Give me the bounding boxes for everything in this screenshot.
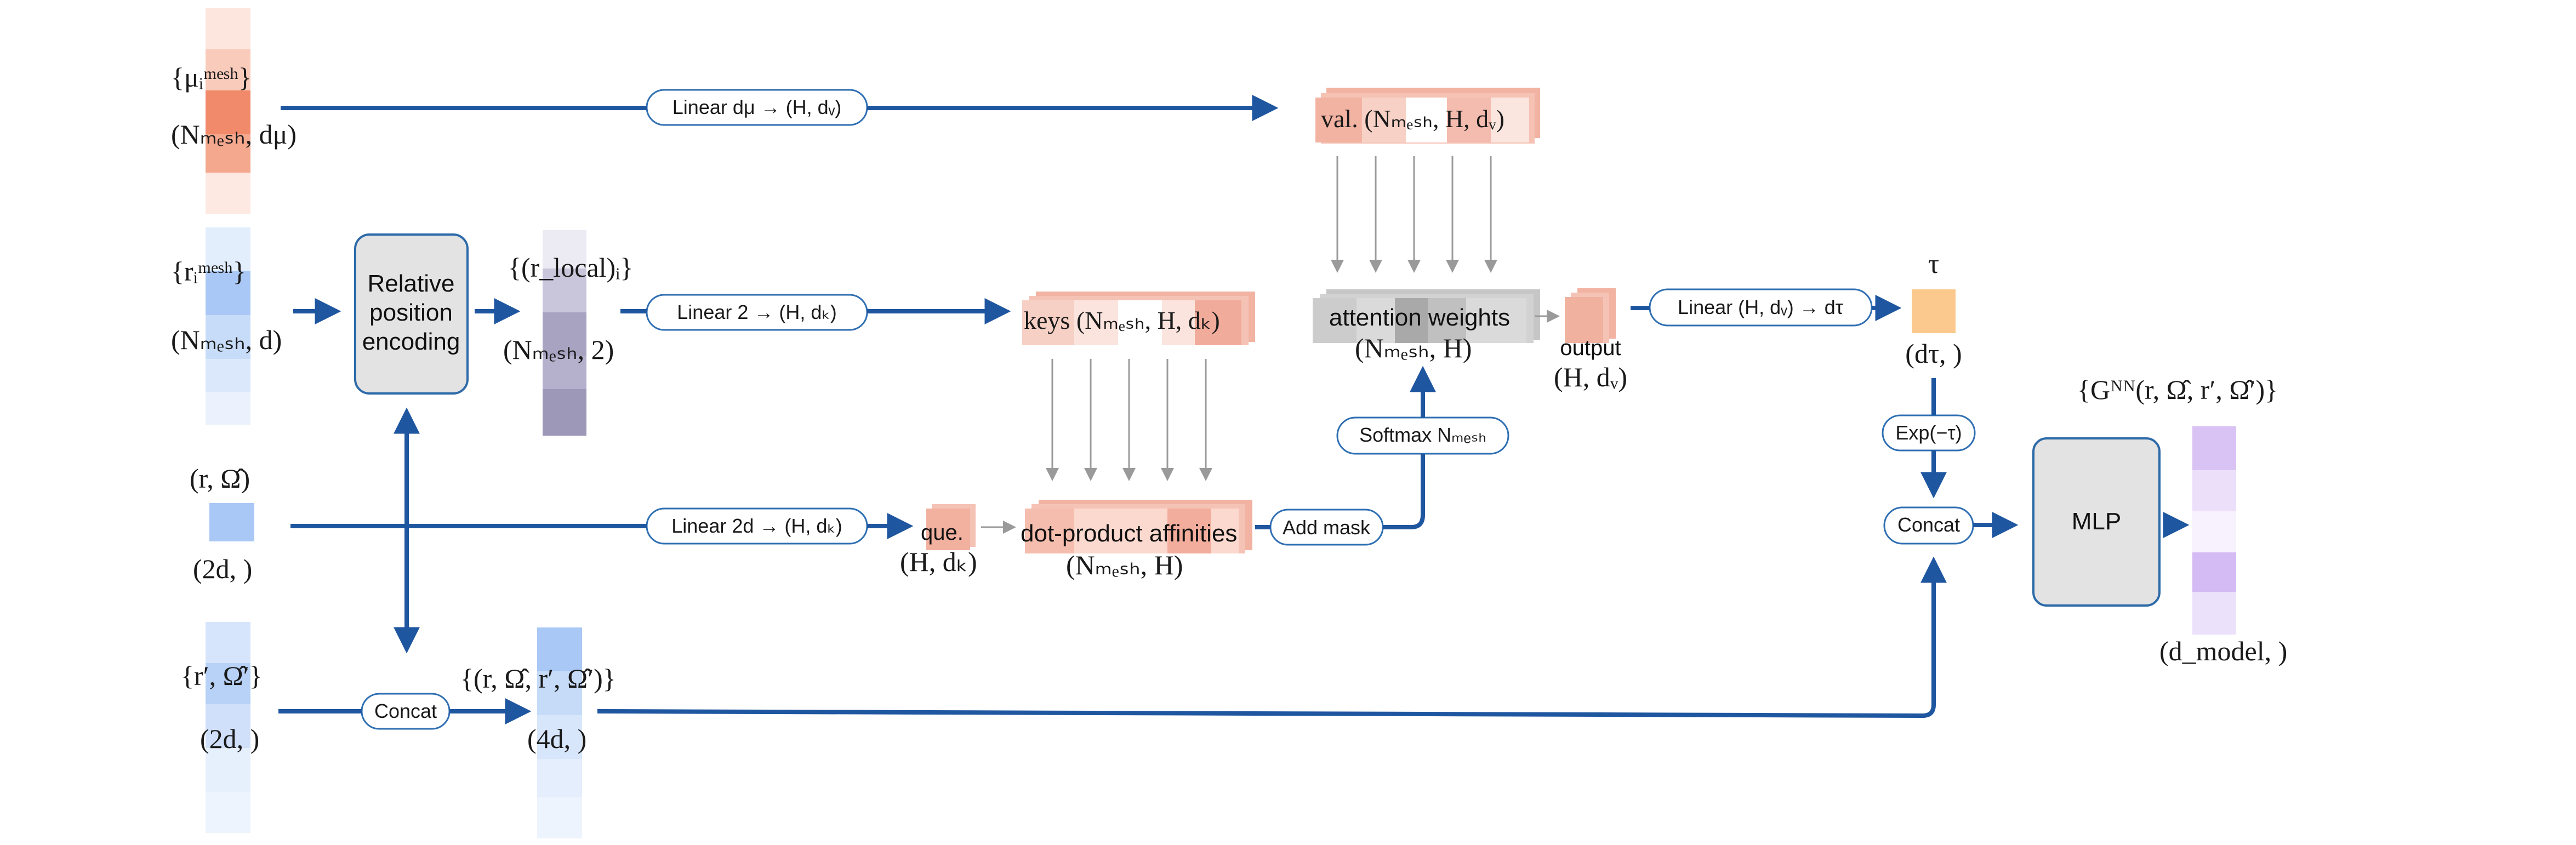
output-shape: (H, dᵥ)	[1554, 362, 1627, 392]
affinities-block	[1025, 500, 1252, 553]
linear-value-label: Linear dμ → (H, dᵥ)	[673, 96, 841, 118]
tau-shape: (dτ, )	[1905, 338, 1962, 369]
source-point-shape: (2d, )	[200, 723, 259, 754]
query-shape: (H, dₖ)	[900, 546, 977, 577]
values-label: val. (Nₘₑₛₕ, H, dᵥ)	[1321, 105, 1504, 133]
concat-final-label: Concat	[1897, 513, 1960, 536]
model-output-shape: (d_model, )	[2159, 636, 2287, 666]
linear-key-label: Linear 2 → (H, dₖ)	[677, 301, 836, 323]
mlp-box	[2032, 437, 2161, 607]
flow-arrows	[278, 95, 2190, 724]
r-mesh-shape: (Nₘₑₛₕ, d)	[171, 324, 282, 355]
affinities-label: dot-product affinities	[1021, 520, 1237, 547]
query-point-shape: (2d, )	[193, 553, 252, 584]
exp-label: Exp(−τ)	[1895, 421, 1962, 444]
values-block	[1315, 88, 1540, 144]
query-point-cell	[209, 503, 254, 541]
keys-block	[1022, 292, 1255, 345]
mu-mesh-shape: (Nₘₑₛₕ, dμ)	[171, 119, 297, 150]
exp-pill	[1882, 414, 1976, 452]
relative-position-line1: Relative	[368, 270, 455, 297]
tau-cell	[1912, 289, 1956, 333]
model-output-strip	[2192, 426, 2236, 635]
source-point-strip	[206, 622, 250, 833]
concat-pair-set: {(r, Ω̂, r′, Ω̂′)}	[460, 663, 616, 694]
affinities-shape: (Nₘₑₛₕ, H)	[1066, 550, 1183, 580]
mask-label: Add mask	[1283, 516, 1371, 539]
relative-position-box	[354, 233, 469, 395]
model-output-set: {Gᴺᴺ(r, Ω̂, r′, Ω̂′)}	[2077, 374, 2278, 405]
query-point-label: (r, Ω̂)	[190, 463, 250, 494]
mlp-label: MLP	[2072, 508, 2121, 535]
keys-label: keys (Nₘₑₛₕ, H, dₖ)	[1024, 306, 1220, 334]
keys-to-affinities-arrows	[1046, 359, 1212, 481]
mu-mesh-strip	[206, 8, 250, 214]
tau-symbol: τ	[1928, 248, 1939, 279]
attention-weights-block	[1313, 289, 1540, 343]
source-point-set: {r′, Ω̂′}	[181, 660, 263, 691]
output-label: output	[1560, 336, 1621, 360]
query-label: que.	[921, 521, 964, 545]
linear-tau-label: Linear (H, dᵥ) → dτ	[1678, 296, 1843, 318]
concat-pair-label: Concat	[374, 700, 437, 722]
linear-query-label: Linear 2d → (H, dₖ)	[671, 515, 842, 537]
values-to-weights-arrows	[1331, 156, 1497, 273]
query-block	[926, 504, 976, 550]
local-position-strip	[543, 230, 586, 436]
softmax-label: Softmax Nₘₑₛₕ	[1359, 424, 1486, 446]
concat-pair-strip	[537, 627, 582, 838]
local-position-set: {(r_local)ᵢ}	[508, 252, 633, 283]
output-block	[1565, 288, 1616, 343]
r-mesh-strip	[206, 227, 250, 425]
relative-position-line2: position	[369, 299, 453, 326]
concat-pair-shape: (4d, )	[527, 723, 586, 754]
attention-weights-label: attention weights	[1329, 304, 1510, 331]
r-mesh-set: {rᵢᵐᵉˢʰ}	[171, 256, 246, 287]
attention-weights-shape: (Nₘₑₛₕ, H)	[1355, 333, 1472, 363]
local-position-shape: (Nₘₑₛₕ, 2)	[503, 334, 614, 365]
mu-mesh-set: {μᵢᵐᵉˢʰ}	[171, 62, 252, 93]
relative-position-line3: encoding	[362, 328, 460, 355]
